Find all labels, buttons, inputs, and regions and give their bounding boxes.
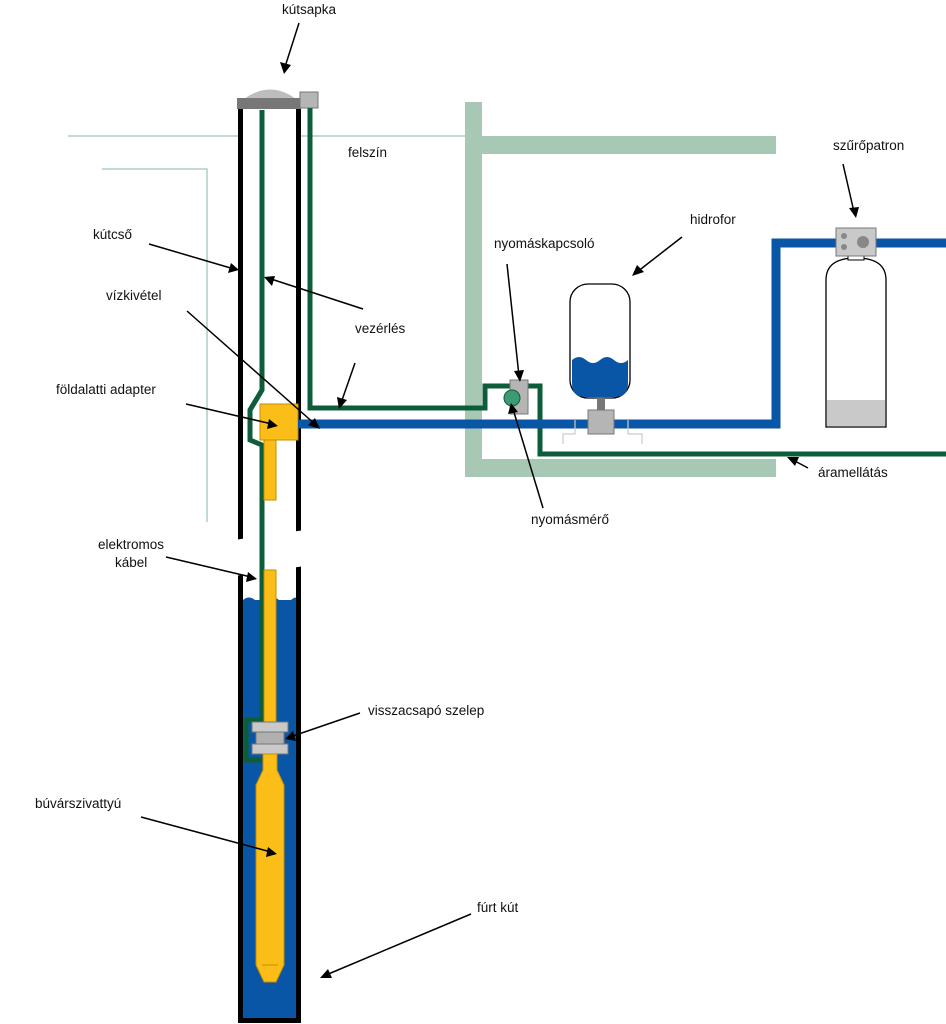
label-pressure-gauge: nyomásmérő — [531, 512, 609, 527]
label-well-casing: kútcső — [93, 227, 132, 242]
label-check-valve: visszacsapó szelep — [368, 703, 484, 718]
arrow-drilled-well — [325, 913, 472, 976]
arrow-check-valve — [289, 712, 361, 738]
building-outline — [465, 102, 776, 477]
casing-break-mark — [234, 530, 305, 576]
pressure-tank-icon — [562, 283, 643, 444]
pressure-gauge-icon — [503, 389, 521, 407]
check-valve-icon — [251, 721, 289, 755]
arrow-control-lower — [340, 362, 356, 404]
labels: kútsapka felszín kútcső vízkivétel vezér… — [35, 2, 904, 915]
arrow-pressure-switch — [506, 263, 520, 377]
arrow-pressure-gauge — [512, 408, 544, 509]
arrow-electric-cable — [165, 556, 252, 578]
label-pressure-tank: hidrofor — [690, 212, 736, 227]
arrow-well-cap — [283, 22, 300, 71]
label-surface: felszín — [348, 145, 387, 160]
arrow-filter-cartridge — [842, 163, 855, 213]
label-power-supply: áramellátás — [818, 465, 888, 480]
arrow-submersible-pump — [140, 816, 272, 853]
submersible-pump-icon — [255, 753, 285, 983]
well-casing-upper — [238, 108, 301, 540]
label-drilled-well: fúrt kút — [477, 900, 519, 915]
label-pressure-switch: nyomáskapcsoló — [494, 236, 595, 251]
label-control: vezérlés — [355, 321, 406, 336]
label-electric-cable-1: elektromos — [98, 537, 164, 552]
label-electric-cable-2: kábel — [115, 555, 147, 570]
arrow-control-upper — [267, 277, 364, 310]
arrow-pressure-tank — [636, 236, 683, 273]
label-well-cap: kútsapka — [282, 2, 337, 17]
label-pitless-adapter: földalatti adapter — [56, 382, 156, 397]
label-filter-cartridge: szűrőpatron — [833, 138, 904, 153]
filter-cartridge-icon — [825, 227, 887, 428]
pointer-arrows — [140, 22, 859, 978]
arrow-water-outlet — [186, 310, 317, 426]
pressure-switch-icon — [503, 379, 529, 415]
label-water-outlet: vízkivétel — [106, 288, 162, 303]
control-cable — [243, 108, 946, 763]
label-submersible-pump: búvárszivattyú — [35, 796, 121, 811]
well-cap-dome-icon — [244, 89, 296, 99]
surface-line — [68, 135, 468, 522]
arrow-well-casing — [148, 243, 235, 270]
arrow-pitless-adapter — [185, 403, 273, 425]
well-cap — [237, 89, 319, 109]
